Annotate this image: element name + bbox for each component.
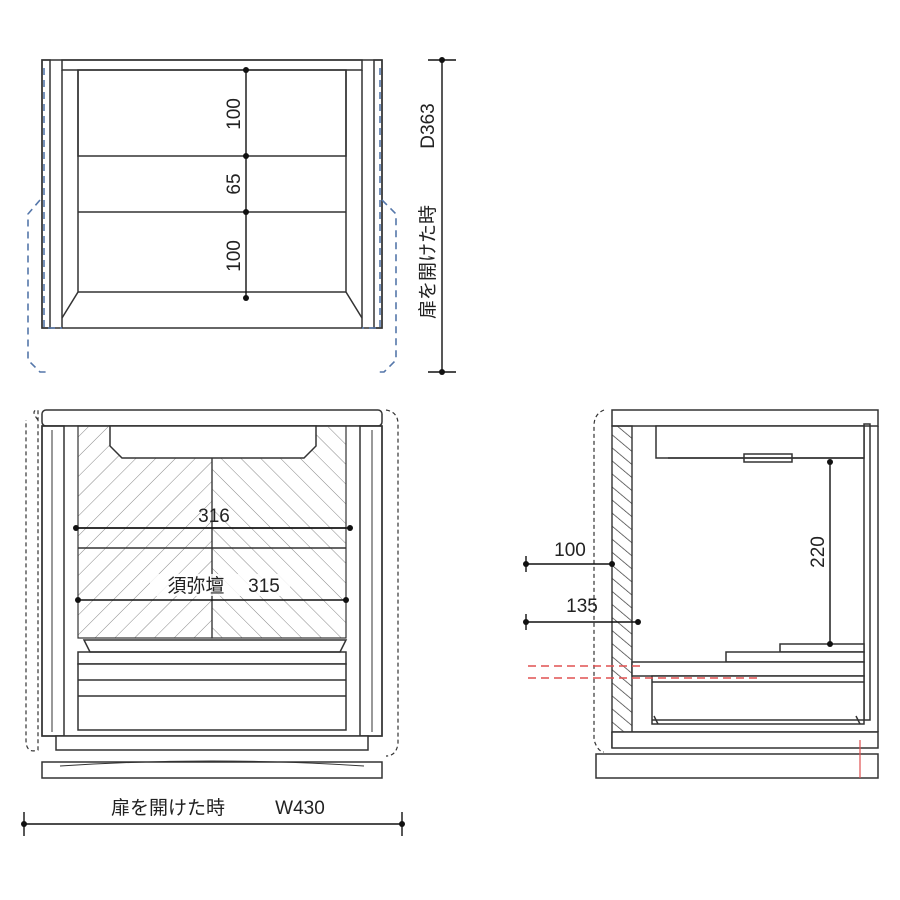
front-view-top-board [41,409,383,427]
top-view-dim-upper: 100 [224,98,245,130]
front-view-altar-label: 須弥壇 [167,575,224,597]
front-view-back-panel-right [211,425,347,639]
side-view-back-wall [611,425,633,733]
side-view-dim-220: 220 [808,536,829,568]
top-view-left-door-dash [43,68,62,329]
top-view-open-note: 扉を開けた時 [417,205,439,319]
side-view-door [863,423,871,721]
front-view-plinth [55,735,369,751]
side-view-top-board [611,409,879,427]
top-view-cabinet [41,59,383,329]
side-view-drawer [651,675,865,725]
top-view-right-door-dash [362,68,381,329]
front-view-drawer [77,663,347,731]
front-view: 316 須弥壇 315 扉を開けた時 W430 [21,409,405,836]
side-view: 100 135 220 [523,409,879,779]
top-view-depth-label: D363 [418,103,439,148]
front-view-left-door-dash [25,409,39,752]
front-view-upper-shelf [109,425,317,459]
front-view-altar-base [82,639,348,653]
front-view-dim-315: 315 [248,576,280,597]
top-view-dim-middle: 65 [224,173,245,194]
side-view-altar-step [725,651,865,663]
front-view-total-width: W430 [275,798,325,819]
side-view-base [595,753,879,779]
top-view-dim-lower: 100 [224,240,245,272]
side-view-dim-135: 135 [566,596,598,617]
side-view-upper-shelf [655,425,865,459]
side-view-dim-100: 100 [554,540,586,561]
front-view-dim-316: 316 [198,506,230,527]
side-view-door-dash [593,409,605,753]
top-view-upper-drawer [77,69,347,157]
front-view-open-note: 扉を開けた時 [111,797,225,819]
top-view: 100 65 100 D363 扉を開けた時 [27,57,456,375]
front-view-right-door-dash [385,409,399,757]
